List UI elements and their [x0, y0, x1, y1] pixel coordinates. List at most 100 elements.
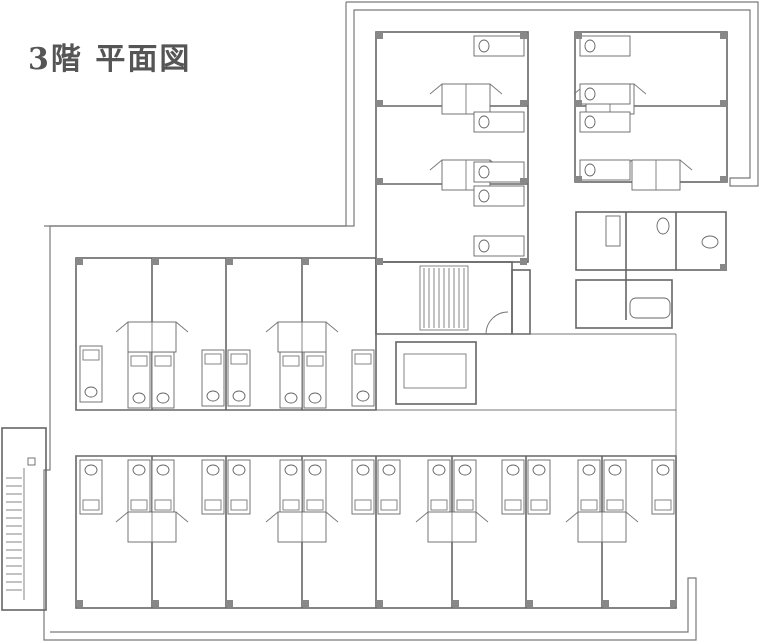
column-marker — [575, 32, 582, 39]
column-marker — [520, 178, 527, 185]
toilet-icon — [582, 464, 596, 476]
door-swing-icon — [415, 511, 429, 523]
toilet-icon — [206, 464, 220, 476]
stair-core — [375, 261, 531, 405]
door-swing-icon — [625, 511, 639, 523]
service-rooms — [575, 211, 727, 329]
door-swing-icon — [679, 159, 693, 171]
toilet-icon — [584, 115, 596, 129]
door-swing-icon — [633, 83, 647, 95]
toilet-icon — [608, 464, 622, 476]
toilet-icon — [458, 464, 472, 476]
door-swing-icon — [489, 83, 503, 95]
sink-icon — [282, 499, 300, 511]
toilet-icon — [478, 189, 490, 203]
building-outline — [43, 1, 759, 641]
column-marker — [520, 100, 527, 107]
column-marker — [152, 600, 159, 607]
sink-icon — [154, 499, 172, 511]
toilet-icon — [132, 392, 146, 404]
sink-icon — [154, 355, 172, 367]
toilet-icon — [584, 87, 596, 101]
sink-icon — [354, 353, 372, 365]
toilet-icon — [284, 464, 298, 476]
column-marker — [302, 600, 309, 607]
toilet-icon — [478, 39, 490, 53]
toilet-icon — [156, 464, 170, 476]
door-swing-icon — [429, 159, 443, 171]
sink-icon — [230, 499, 248, 511]
column-marker — [720, 32, 727, 39]
sink-icon — [282, 355, 300, 367]
column-marker — [575, 100, 582, 107]
sink-icon — [354, 499, 372, 511]
column-marker — [670, 600, 677, 607]
sink-icon — [82, 349, 100, 361]
sink-icon — [306, 355, 324, 367]
main-wing — [75, 35, 693, 609]
toilet-icon — [132, 464, 146, 476]
toilet-icon — [532, 464, 546, 476]
bathroom-unit — [351, 459, 375, 515]
floor-title: 3階 平面図 — [28, 42, 192, 77]
door-swing-icon — [325, 321, 339, 333]
column-marker — [376, 32, 383, 39]
toilet-icon — [308, 392, 322, 404]
toilet-icon — [478, 165, 490, 179]
sink-icon — [430, 499, 448, 511]
column-marker — [76, 258, 83, 265]
column-marker — [226, 600, 233, 607]
column-marker — [152, 258, 159, 265]
bathroom-unit — [651, 459, 675, 515]
sink-icon — [380, 499, 398, 511]
column-marker — [520, 258, 527, 265]
exterior-stair — [1, 427, 47, 611]
door-swing-icon — [175, 321, 189, 333]
toilet-icon — [478, 115, 490, 129]
bathroom-unit — [201, 459, 225, 515]
column-marker — [76, 600, 83, 607]
structural-columns — [76, 32, 727, 607]
column-marker — [376, 258, 383, 265]
door-swing-icon — [265, 321, 279, 333]
bathroom-unit — [79, 459, 103, 515]
toilet-icon — [308, 464, 322, 476]
column-marker — [452, 600, 459, 607]
sink-icon — [306, 499, 324, 511]
column-marker — [376, 178, 383, 185]
sink-icon — [130, 499, 148, 511]
sink-icon — [204, 353, 222, 365]
column-marker — [376, 600, 383, 607]
door-swing-icon — [175, 511, 189, 523]
toilet-icon — [432, 464, 446, 476]
bathroom-unit — [377, 459, 401, 515]
door-swing-icon — [475, 511, 489, 523]
door-swing-icon — [115, 511, 129, 523]
door-swing-icon — [115, 321, 129, 333]
toilet-icon — [84, 386, 98, 398]
toilet-icon — [356, 390, 370, 402]
sink-icon — [204, 499, 222, 511]
column-marker — [376, 100, 383, 107]
toilet-icon — [584, 163, 596, 177]
column-marker — [602, 600, 609, 607]
column-marker — [720, 176, 727, 183]
sink-icon — [504, 499, 522, 511]
toilet-icon — [356, 464, 370, 476]
toilet-icon — [232, 464, 246, 476]
toilet-icon — [506, 464, 520, 476]
bathroom-unit — [501, 459, 525, 515]
toilet-icon — [156, 392, 170, 404]
column-marker — [526, 600, 533, 607]
sink-icon — [456, 499, 474, 511]
toilet-icon — [84, 464, 98, 476]
door-swing-icon — [565, 511, 579, 523]
toilet-icon — [584, 39, 596, 53]
door-swing-icon — [265, 511, 279, 523]
sink-icon — [530, 499, 548, 511]
bathroom-unit — [227, 459, 251, 515]
sink-icon — [230, 353, 248, 365]
column-marker — [520, 32, 527, 39]
toilet-icon — [382, 464, 396, 476]
